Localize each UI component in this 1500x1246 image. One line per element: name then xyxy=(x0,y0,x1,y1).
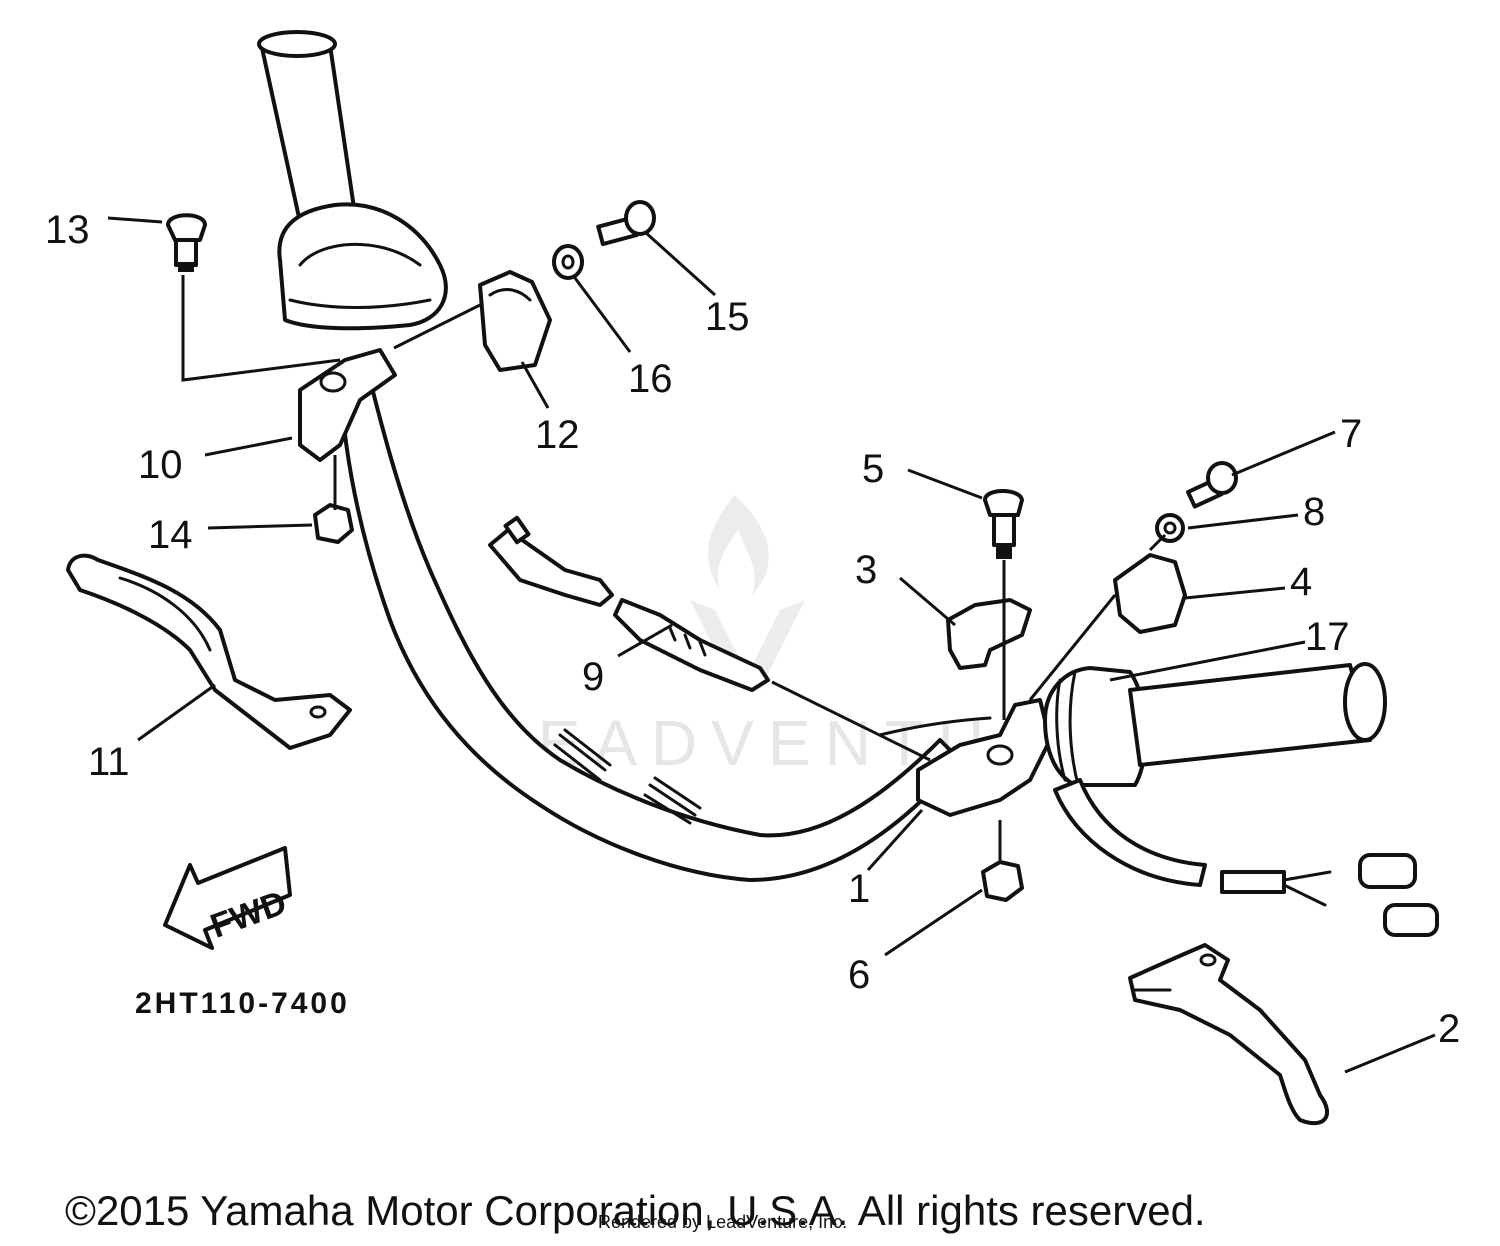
assembly-lines xyxy=(181,275,1167,860)
part-5-bolt xyxy=(983,489,1024,559)
callout-leaders xyxy=(107,216,1436,1074)
callout-1: 1 xyxy=(848,867,870,911)
part-3-switch-block xyxy=(946,598,1032,670)
callout-5: 5 xyxy=(862,447,884,491)
callout-12: 12 xyxy=(535,413,580,457)
diagram-code: 2HT110-7400 xyxy=(135,987,350,1020)
part-4-clamp xyxy=(1113,553,1187,634)
callout-16: 16 xyxy=(628,357,673,401)
callout-11: 11 xyxy=(88,740,130,784)
part-2-right-lever xyxy=(1128,943,1330,1126)
part-14-nut xyxy=(313,503,354,544)
copyright-notice: ©2015 Yamaha Motor Corporation, U.S.A. A… xyxy=(65,1187,1206,1234)
part-12-clamp xyxy=(478,270,552,372)
rendered-by-notice: Rendered by LeadVenture, Inc. xyxy=(598,1212,847,1232)
part-9-switch xyxy=(488,515,770,692)
fwd-arrow: FWD xyxy=(163,846,292,950)
callout-14: 14 xyxy=(148,513,193,557)
callout-7: 7 xyxy=(1340,412,1362,456)
callout-9: 9 xyxy=(582,655,604,699)
part-10-lever-holder xyxy=(298,348,397,462)
grip-wiring xyxy=(1053,778,1439,937)
part-16-washer xyxy=(552,244,584,280)
callout-3: 3 xyxy=(855,548,877,592)
callout-17: 17 xyxy=(1305,615,1350,659)
part-15-screw xyxy=(596,200,656,247)
part-7-screw xyxy=(1186,461,1238,509)
part-17-grip xyxy=(1043,662,1387,787)
knurl-band-2 xyxy=(643,776,702,825)
callout-10: 10 xyxy=(138,443,183,487)
callout-8: 8 xyxy=(1303,490,1325,534)
part-6-nut xyxy=(981,860,1024,902)
callout-numbers: 1 2 3 4 5 6 7 8 9 10 11 12 13 14 15 16 1… xyxy=(45,208,1460,1051)
callout-2: 2 xyxy=(1438,1007,1460,1051)
callout-4: 4 xyxy=(1290,560,1312,604)
callout-13: 13 xyxy=(45,208,90,252)
part-13-bolt xyxy=(166,213,207,272)
throttle-grip xyxy=(257,30,448,331)
callout-6: 6 xyxy=(848,953,870,997)
callout-15: 15 xyxy=(705,295,750,339)
knurl-band-1 xyxy=(553,728,612,782)
part-11-left-lever xyxy=(66,553,352,750)
